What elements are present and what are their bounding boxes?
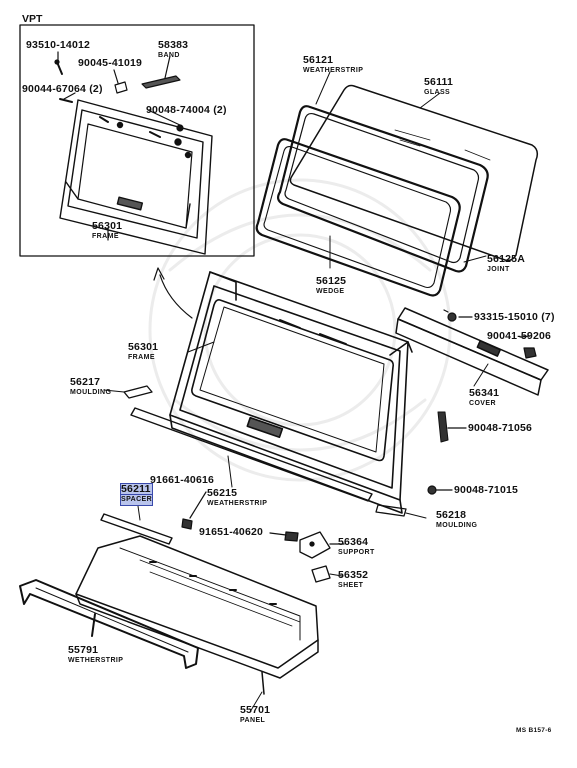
inset-title: VPT	[22, 13, 43, 25]
part-name: SPACER	[119, 494, 154, 506]
part-name: WETHERSTRIP	[68, 657, 124, 664]
support-56364-drawing	[299, 531, 345, 559]
leader-lines	[187, 71, 489, 713]
weatherstrip-55791-drawing	[19, 579, 199, 669]
part-number: 55791	[68, 644, 99, 656]
part-number: 55701	[240, 704, 271, 716]
part-label-56217[interactable]: 56217 MOULDING	[70, 377, 111, 398]
part-number: 56121	[303, 54, 334, 66]
part-number: 56301	[92, 220, 123, 232]
cover-56341-drawing	[395, 307, 549, 396]
part-name: WEDGE	[316, 288, 345, 295]
part-number: 58383	[158, 39, 189, 51]
part-label-56341[interactable]: 56341 COVER	[469, 388, 499, 409]
part-number: 56211	[119, 483, 154, 495]
part-label-56111[interactable]: 56111 GLASS	[424, 77, 453, 98]
part-label-90048-71015[interactable]: 90048-71015	[454, 484, 519, 496]
part-number: 56111	[424, 76, 454, 88]
part-label-93315-15010[interactable]: 93315-15010 (7)	[474, 311, 555, 323]
wedge-56125-drawing	[255, 138, 461, 297]
part-label-56211[interactable]: 56211 SPACER	[119, 483, 154, 506]
part-name: WEATHERSTRIP	[207, 500, 268, 507]
part-name: MOULDING	[70, 389, 112, 396]
weatherstrip-56121-drawing	[276, 105, 489, 273]
part-number: 56215	[207, 487, 238, 499]
part-label-56125[interactable]: 56125 WEDGE	[316, 276, 346, 297]
part-label-56301-inset[interactable]: 56301 FRAME	[92, 221, 122, 242]
part-name: JOINT	[487, 266, 510, 273]
part-number: 90041-59206	[487, 330, 552, 342]
part-number: 90048-71056	[468, 422, 533, 434]
part-name: BAND	[158, 52, 180, 59]
part-label-90048-74004[interactable]: 90048-74004 (2)	[146, 104, 227, 116]
figure-code: MS B157-6	[516, 727, 552, 734]
spacer-56211-drawing	[100, 513, 173, 545]
inset-box	[19, 24, 255, 257]
part-name: SHEET	[338, 582, 364, 589]
part-label-56218[interactable]: 56218 MOULDING	[436, 510, 477, 531]
part-number: 93315-15010 (7)	[474, 311, 555, 323]
main-frame-drawing	[169, 271, 413, 514]
part-number: 93510-14012	[26, 39, 91, 51]
inset-hardware	[54, 51, 184, 241]
weatherstrip-56215-drawing	[130, 407, 373, 502]
part-label-55791[interactable]: 55791 WETHERSTRIP	[68, 645, 123, 666]
part-label-56125A[interactable]: 56125A JOINT	[487, 254, 525, 275]
part-name: PANEL	[240, 717, 266, 724]
fasteners-center	[181, 491, 299, 542]
part-label-90048-71056[interactable]: 90048-71056	[468, 422, 533, 434]
part-label-56352[interactable]: 56352 SHEET	[338, 570, 368, 591]
part-number: 91651-40620	[199, 526, 264, 538]
inset-pointer-arrow	[153, 267, 193, 319]
part-label-90044-67064[interactable]: 90044-67064 (2)	[22, 83, 103, 95]
glass-drawing	[289, 84, 539, 262]
part-name: COVER	[469, 400, 496, 407]
part-label-55701[interactable]: 55701 PANEL	[240, 705, 270, 726]
part-name: MOULDING	[436, 522, 478, 529]
part-label-91661-40616[interactable]: 91661-40616	[150, 474, 215, 486]
part-number: 90048-71015	[454, 484, 519, 496]
part-label-56121[interactable]: 56121 WEATHERSTRIP	[303, 55, 363, 76]
moulding-56218-drawing	[375, 504, 407, 517]
part-number: 56301	[128, 341, 159, 353]
sheet-56352-drawing	[311, 565, 331, 583]
part-name: GLASS	[424, 89, 451, 96]
part-label-93510-14012[interactable]: 93510-14012	[26, 39, 91, 51]
part-number: 56217	[70, 376, 101, 388]
panel-55701-drawing	[75, 535, 319, 695]
part-number: 56352	[338, 569, 369, 581]
part-number: 90048-74004 (2)	[146, 104, 227, 116]
part-label-90041-59206[interactable]: 90041-59206	[487, 330, 552, 342]
part-name: WEATHERSTRIP	[303, 67, 364, 74]
part-name: FRAME	[92, 233, 119, 240]
part-label-56364[interactable]: 56364 SUPPORT	[338, 537, 375, 558]
part-label-91651-40620[interactable]: 91651-40620	[199, 526, 264, 538]
part-number: 56125	[316, 275, 347, 287]
part-label-90045-41019[interactable]: 90045-41019	[78, 57, 143, 69]
part-label-58383[interactable]: 58383 BAND	[158, 40, 188, 61]
part-number: 56341	[469, 387, 500, 399]
part-label-56301-main[interactable]: 56301 FRAME	[128, 342, 158, 363]
hardware-right	[427, 309, 537, 495]
part-name: FRAME	[128, 354, 155, 361]
part-number: 90045-41019	[78, 57, 143, 69]
part-number: 56125A	[487, 253, 525, 265]
part-number: 56364	[338, 536, 369, 548]
part-name: SUPPORT	[338, 549, 375, 556]
moulding-56217-drawing	[123, 385, 153, 399]
part-label-56215[interactable]: 56215 WEATHERSTRIP	[207, 488, 267, 509]
part-number: 90044-67064 (2)	[22, 83, 103, 95]
part-number: 91661-40616	[150, 474, 215, 486]
part-number: 56218	[436, 509, 467, 521]
inset-frame-drawing	[59, 99, 213, 255]
